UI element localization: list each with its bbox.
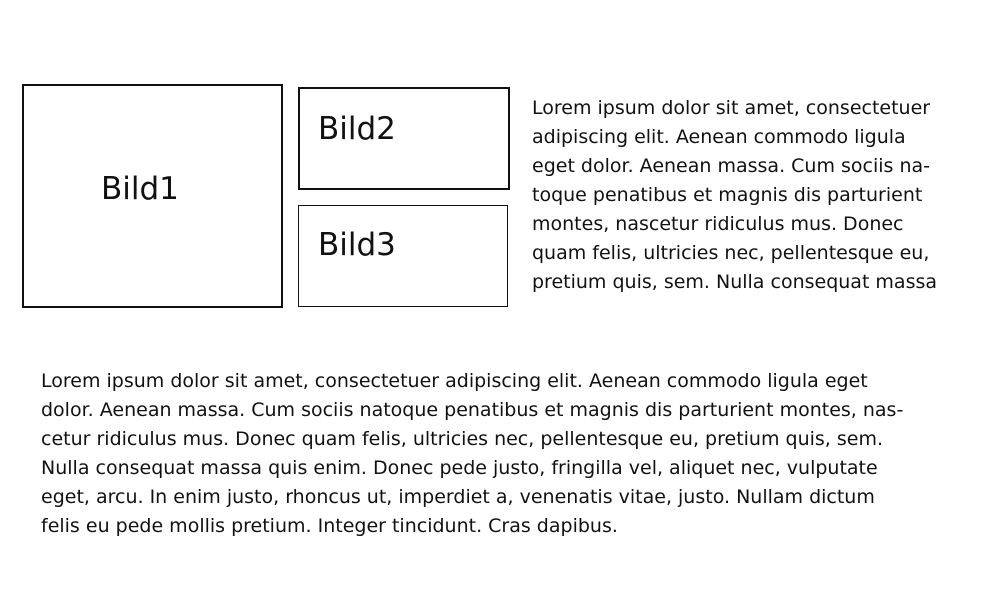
paragraph-line: toque penatibus et magnis dis parturient [532, 184, 923, 206]
paragraph-line: cetur ridiculus mus. Donec quam felis, u… [41, 428, 884, 450]
paragraph-line: eget, arcu. In enim justo, rhoncus ut, i… [41, 486, 875, 508]
image-placeholder-bild2: Bild2 [298, 87, 510, 190]
paragraph-line: Nulla consequat massa quis enim. Donec p… [41, 457, 878, 479]
side-paragraph: Lorem ipsum dolor sit amet, consectetuer… [532, 94, 972, 297]
paragraph-line: Lorem ipsum dolor sit amet, consectetuer… [41, 370, 868, 392]
paragraph-line: montes, nascetur ridiculus mus. Donec [532, 213, 904, 235]
paragraph-line: dolor. Aenean massa. Cum sociis natoque … [41, 399, 904, 421]
paragraph-line: Lorem ipsum dolor sit amet, consectetuer [532, 97, 931, 119]
bottom-paragraph: Lorem ipsum dolor sit amet, consectetuer… [41, 367, 971, 541]
paragraph-line: pretium quis, sem. Nulla consequat massa [532, 271, 938, 293]
paragraph-line: adipiscing elit. Aenean commodo ligula [532, 126, 906, 148]
paragraph-line: felis eu pede mollis pretium. Integer ti… [41, 515, 618, 537]
image-placeholder-bild1: Bild1 [22, 84, 283, 308]
paragraph-line: quam felis, ultricies nec, pellentesque … [532, 242, 930, 264]
image-placeholder-label: Bild2 [318, 111, 396, 147]
image-placeholder-label: Bild3 [318, 227, 396, 263]
image-placeholder-bild3: Bild3 [298, 205, 508, 307]
image-placeholder-label: Bild1 [101, 171, 179, 207]
paragraph-line: eget dolor. Aenean massa. Cum sociis na- [532, 155, 931, 177]
